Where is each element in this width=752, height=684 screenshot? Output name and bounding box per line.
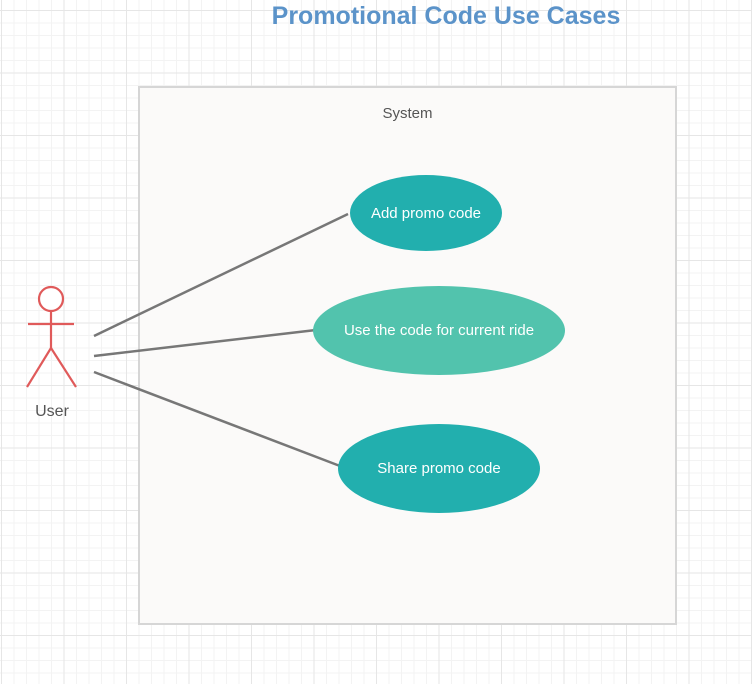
system-label: System <box>382 105 433 122</box>
diagram-title: Promotional Code Use Cases <box>271 2 621 30</box>
connector-add-promo[interactable] <box>93 212 349 338</box>
user-actor-icon[interactable] <box>26 285 77 388</box>
usecase-label: Use the code for current ride <box>343 322 535 339</box>
connector-use-code[interactable] <box>93 328 317 358</box>
actor-label: User <box>35 403 69 420</box>
actor-head <box>37 285 65 313</box>
actor-right-leg <box>50 347 77 388</box>
usecase-label: Add promo code <box>370 204 482 222</box>
connector-share-promo[interactable] <box>93 370 341 468</box>
usecase-label: Share promo code <box>377 460 501 477</box>
actor-left-leg <box>26 347 52 388</box>
usecase-use-code-current-ride[interactable]: Use the code for current ride <box>313 286 565 375</box>
usecase-add-promo-code[interactable]: Add promo code <box>350 175 502 251</box>
usecase-share-promo-code[interactable]: Share promo code <box>338 424 540 513</box>
